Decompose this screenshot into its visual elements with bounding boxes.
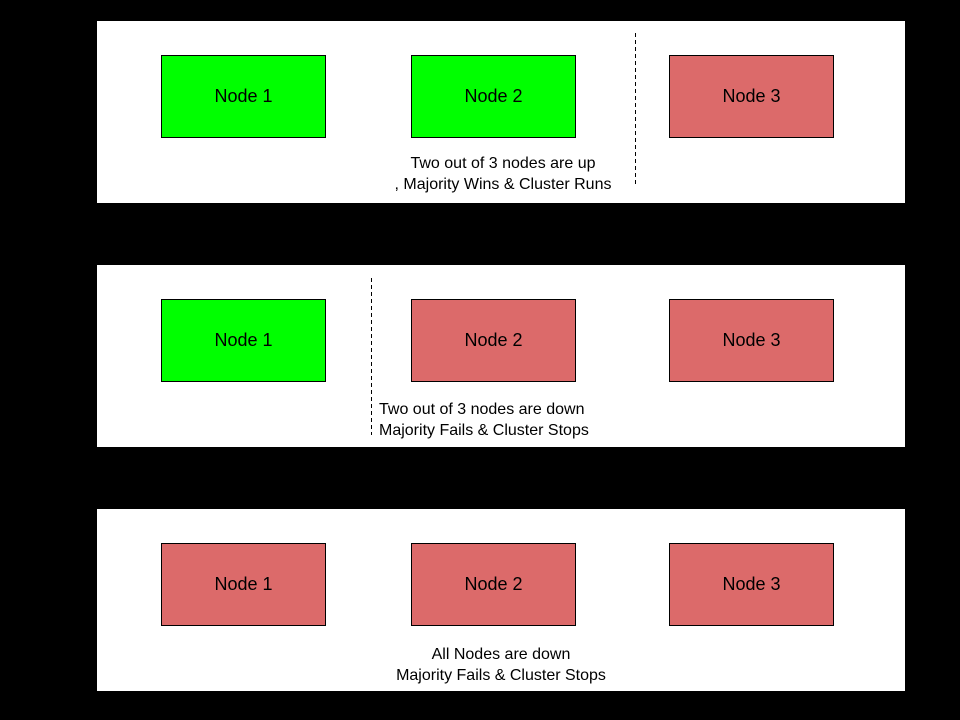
caption-line: Two out of 3 nodes are up: [410, 155, 596, 172]
node-label: Node 1: [214, 86, 273, 106]
panel-two-nodes-down: Node 1 Node 2 Node 3 Two out of 3 nodes …: [96, 264, 906, 448]
node-label: Node 3: [722, 574, 781, 594]
node-box: Node 3: [669, 299, 834, 382]
caption-line: Majority Fails & Cluster Stops: [396, 667, 606, 684]
node-label: Node 3: [722, 86, 781, 106]
node-box: Node 2: [411, 543, 576, 626]
node-box: Node 2: [411, 299, 576, 382]
node-box: Node 2: [411, 55, 576, 138]
caption-line: Majority Fails & Cluster Stops: [379, 422, 589, 439]
caption-line: All Nodes are down: [431, 646, 571, 663]
node-label: Node 3: [722, 330, 781, 350]
panel-all-nodes-down: Node 1 Node 2 Node 3 All Nodes are down …: [96, 508, 906, 692]
panel-caption: Two out of 3 nodes are up , Majority Win…: [363, 153, 643, 195]
node-box: Node 3: [669, 543, 834, 626]
node-box: Node 1: [161, 299, 326, 382]
node-label: Node 2: [464, 330, 523, 350]
node-label: Node 2: [464, 574, 523, 594]
partition-dashed-divider: [635, 33, 637, 185]
caption-line: , Majority Wins & Cluster Runs: [394, 176, 612, 193]
node-label: Node 2: [464, 86, 523, 106]
panel-caption: Two out of 3 nodes are down Majority Fai…: [379, 399, 589, 441]
panel-caption: All Nodes are down Majority Fails & Clus…: [361, 644, 641, 686]
node-box: Node 3: [669, 55, 834, 138]
node-box: Node 1: [161, 55, 326, 138]
node-label: Node 1: [214, 330, 273, 350]
partition-dashed-divider: [371, 278, 373, 435]
node-box: Node 1: [161, 543, 326, 626]
caption-line: Two out of 3 nodes are down: [379, 401, 585, 418]
panel-two-nodes-up: Node 1 Node 2 Node 3 Two out of 3 nodes …: [96, 20, 906, 204]
node-label: Node 1: [214, 574, 273, 594]
